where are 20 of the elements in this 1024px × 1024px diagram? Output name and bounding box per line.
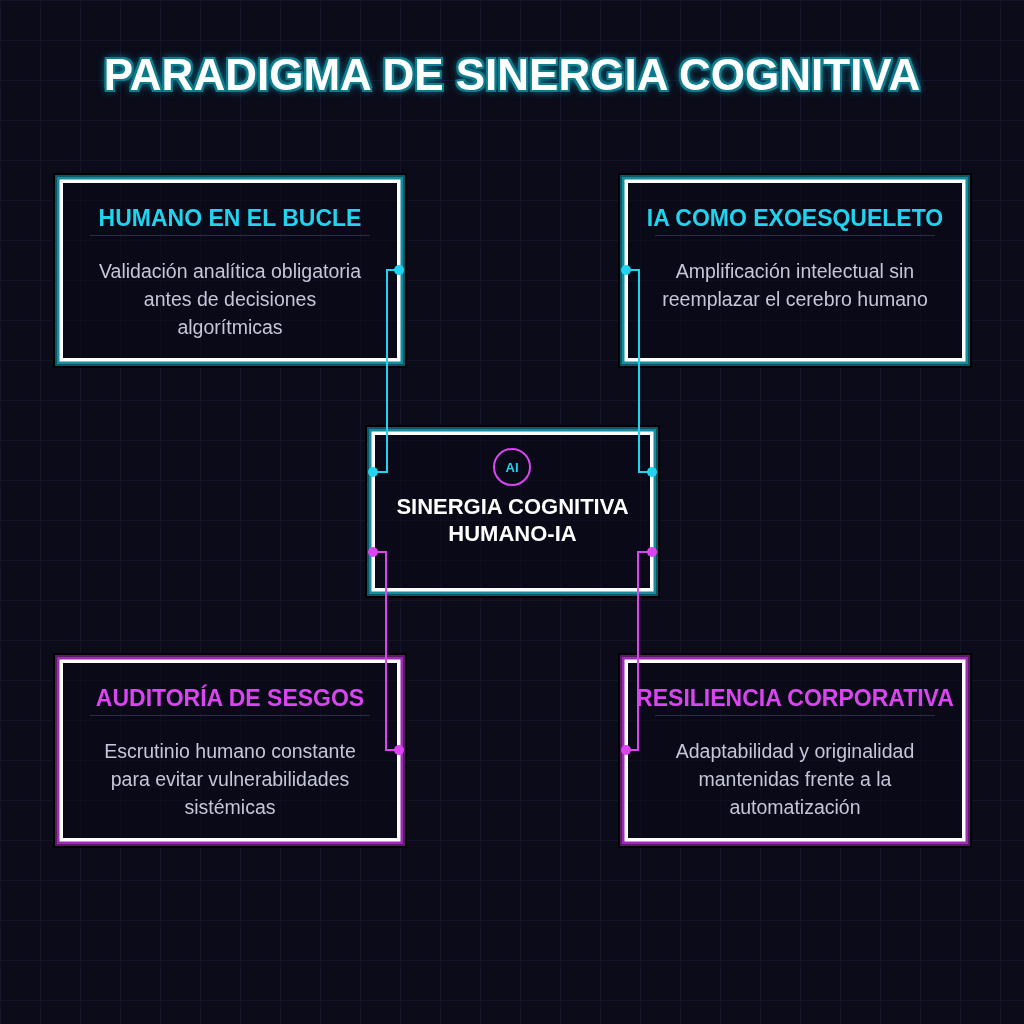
card-heading: HUMANO EN EL BUCLE	[98, 204, 362, 232]
hub-box	[365, 425, 660, 598]
card-heading: AUDITORÍA DE SESGOS	[95, 684, 365, 712]
info-card	[618, 173, 972, 368]
info-card	[53, 173, 407, 368]
connector	[621, 265, 657, 477]
hub-title: SINERGIA COGNITIVA HUMANO-IA	[395, 493, 630, 547]
card-description: Escrutinio humano constante para evitar vulnerabilidades sistémicas	[103, 739, 357, 820]
card-description: Adaptabilidad y originalidad mantenidas frente a la automatización	[674, 739, 916, 820]
diagram-title: PARADIGMA DE SINERGIA COGNITIVA	[103, 49, 921, 101]
card-description: Amplificación intelectual sin reemplazar el cerebro humano	[661, 259, 929, 312]
card-description: Validación analítica obligatoria antes de decisiones algorítmicas	[98, 259, 362, 340]
info-card	[618, 653, 972, 848]
ai-badge: AI	[493, 448, 531, 486]
connector	[621, 547, 657, 755]
connector	[368, 547, 404, 755]
card-heading: IA COMO EXOESQUELETO	[646, 204, 944, 232]
info-card	[53, 653, 407, 848]
connector	[368, 265, 404, 477]
card-heading: RESILIENCIA CORPORATIVA	[636, 684, 954, 712]
